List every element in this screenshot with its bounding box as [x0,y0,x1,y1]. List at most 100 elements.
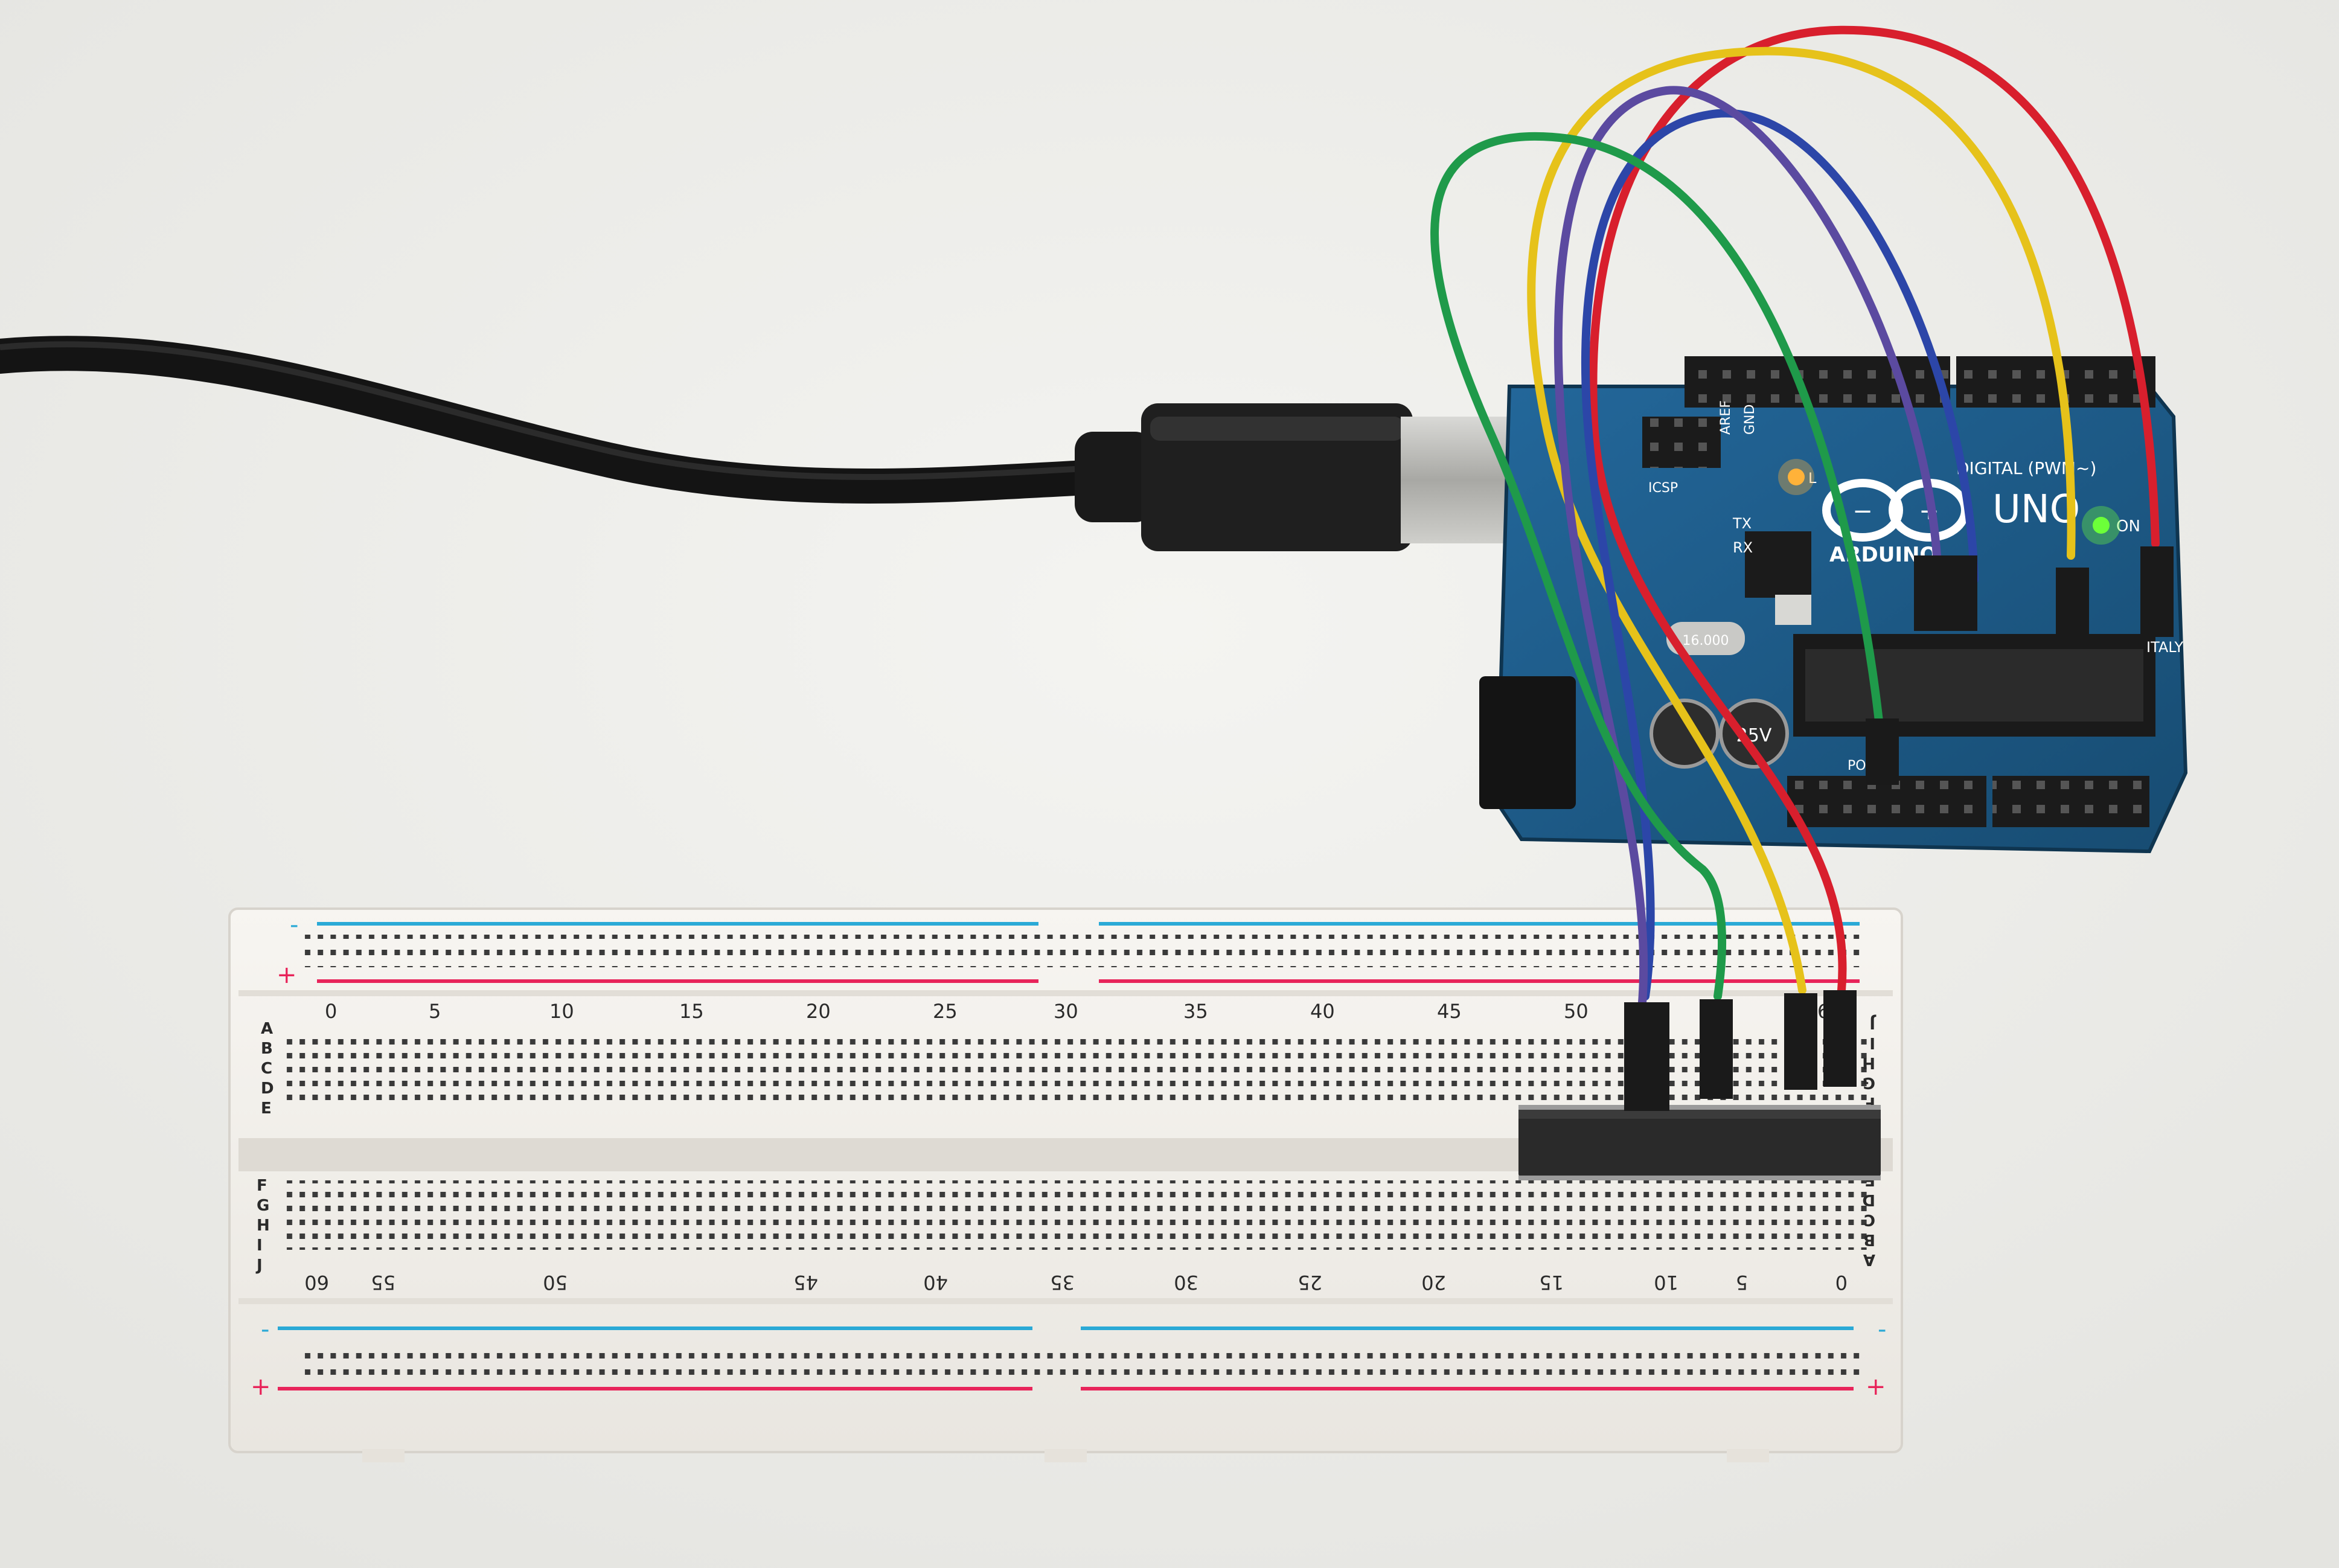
row-letter: B [1863,1230,1875,1249]
bottom-number: 25 [1297,1271,1322,1294]
row-letter: J [1869,1014,1877,1032]
bottom-number: 15 [1539,1271,1564,1294]
usb-b-connector [1401,417,1521,543]
left-letters-bottom: F G H I J [255,1177,270,1275]
wire-blue [1581,109,1979,1000]
led-l [1788,469,1805,485]
capacitor-2 [1719,699,1789,769]
wire-green [1430,132,1888,1000]
row-letter: I [1869,1034,1875,1052]
row-letter: A [1863,1250,1875,1269]
digital-label: DIGITAL (PWM~) [1956,458,2096,478]
connector-housing [2056,568,2089,637]
jumper-wires [1430,25,2160,1006]
top-rail-plus: + [277,961,297,989]
top-number-row: 0 5 10 15 20 25 30 35 40 45 50 60 [325,1000,1842,1023]
connector-housing [2140,546,2174,637]
bottom-number: 55 [371,1271,395,1294]
led-l-glow [1778,459,1814,495]
connector-housing [1784,993,1817,1090]
bottom-rail-plus-right: + [1866,1373,1886,1401]
svg-text:−: − [1852,498,1873,525]
top-number: 30 [1054,1000,1078,1023]
top-number: 10 [549,1000,574,1023]
row-letter: I [257,1237,263,1255]
dc-power-jack [1479,676,1576,809]
row-letter: G [1863,1074,1875,1092]
top-number: 0 [325,1000,337,1023]
row-letter: G [257,1197,269,1215]
bottom-rail-minus-right: - [1878,1316,1886,1343]
arduino-model-text: UNO [1992,487,2080,532]
top-rail-holes [302,935,1866,967]
bottom-number-row: 60 55 50 45 40 35 30 25 20 15 10 5 0 [304,1271,1848,1294]
bottom-rail-minus: - [261,1316,269,1343]
reset-button [1775,595,1811,625]
bottom-rail-holes [302,1345,1866,1378]
bottom-number: 0 [1835,1271,1848,1294]
bottom-rail-plus: + [251,1373,271,1401]
dip-ic-chip [1518,1108,1881,1177]
origin-label: ITALY [2146,639,2183,656]
tx-label: TX [1732,515,1752,532]
top-number: 35 [1183,1000,1208,1023]
row-letter: C [261,1060,272,1078]
top-number: 20 [806,1000,831,1023]
on-label: ON [2116,517,2140,536]
breadboard-clip [362,1449,405,1462]
connector-housing [1700,999,1733,1099]
top-number: 25 [933,1000,958,1023]
top-number: 40 [1310,1000,1335,1023]
bottom-number: 10 [1654,1271,1678,1294]
usb-chip [1745,531,1811,598]
row-letter: H [1862,1054,1875,1072]
row-letter: E [261,1099,272,1118]
top-number: 15 [679,1000,704,1023]
rx-label: RX [1733,539,1753,556]
row-letter: H [257,1217,270,1235]
row-letter: F [257,1177,267,1195]
gnd-label: GND [1742,405,1758,435]
bottom-number: 50 [543,1271,568,1294]
bottom-number: 35 [1050,1271,1075,1294]
top-number: 5 [429,1000,441,1023]
connector-housing [1823,990,1857,1087]
connector-housing [1914,555,1977,631]
analog-header [1992,776,2149,827]
icsp-label: ICSP [1648,481,1678,496]
bottom-number: 40 [923,1271,948,1294]
jumper-connectors [1624,546,2174,1111]
bottom-number: 5 [1736,1271,1748,1294]
connector-housing [1866,718,1899,785]
bottom-number: 30 [1174,1271,1198,1294]
breadboard-clip [1045,1449,1087,1462]
wire-red [1589,25,2160,994]
row-letter: A [261,1020,273,1038]
aref-label: AREF [1718,400,1733,435]
right-letters-top: J I H G F [1862,1014,1877,1112]
atmega-chip [1805,649,2143,722]
led-on-glow [2082,506,2120,545]
crystal [1666,622,1745,655]
led-on [2093,517,2110,534]
top-rail-minus: - [290,911,298,939]
bottom-terminal-holes [284,1180,1872,1250]
l-label: L [1808,470,1817,487]
row-letter: D [1862,1191,1875,1209]
top-number: 45 [1437,1000,1462,1023]
row-letter: J [255,1256,263,1275]
breadboard-clip [1727,1449,1769,1462]
row-letter: D [261,1080,274,1098]
top-terminal-holes [284,1035,1872,1105]
connector-housing [1624,1002,1669,1111]
row-letter: C [1864,1211,1875,1229]
left-letters-top: A B C D E [261,1020,274,1118]
crystal-label: 16.000 [1683,633,1729,648]
top-number: 50 [1564,1000,1589,1023]
breadboard: - + 0 5 10 15 20 25 30 35 40 45 50 60 A … [228,907,1903,1462]
bottom-number: 45 [793,1271,818,1294]
bottom-number: 60 [304,1271,329,1294]
icsp-header [1642,417,1721,468]
bottom-number: 20 [1421,1271,1446,1294]
